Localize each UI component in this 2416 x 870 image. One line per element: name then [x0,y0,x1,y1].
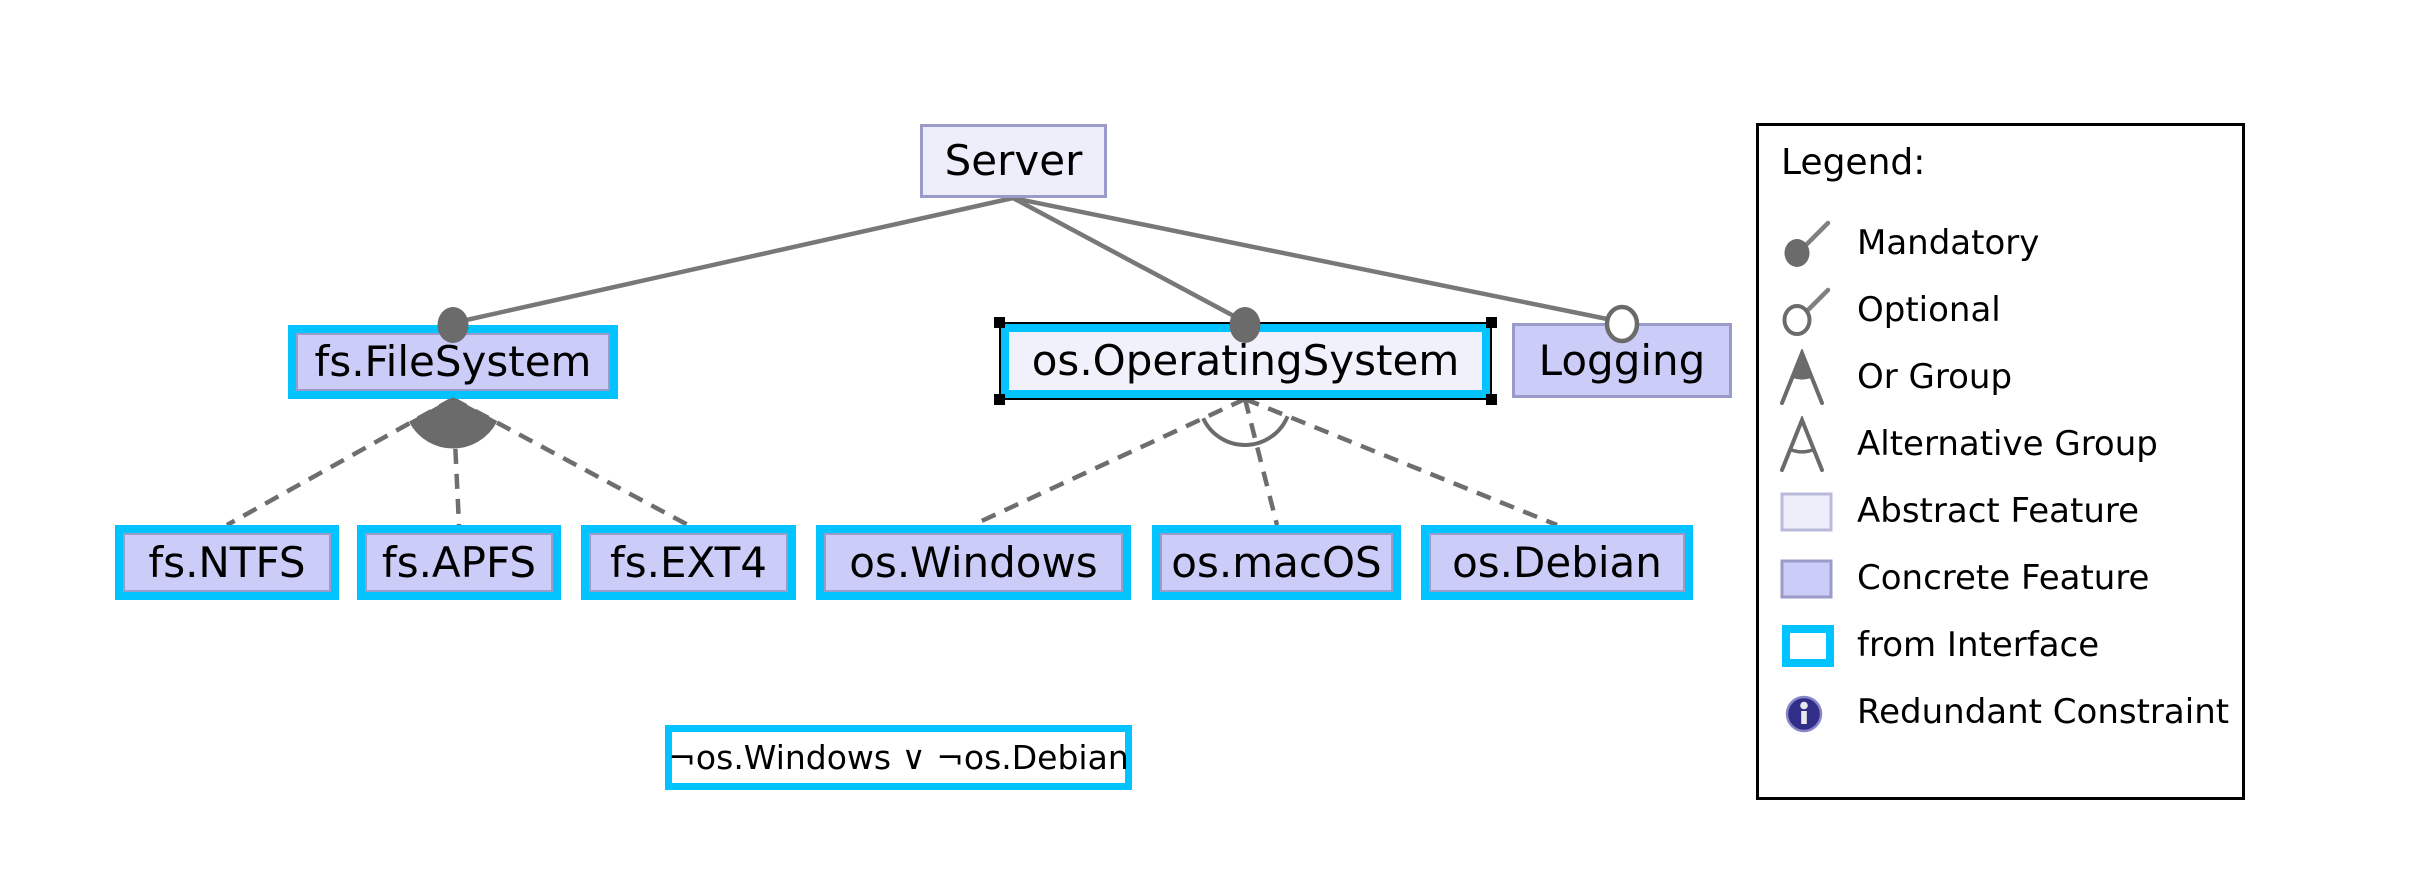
legend-item-label: Abstract Feature [1857,490,2140,531]
selection-handle[interactable] [1486,394,1497,405]
legend-item-label: from Interface [1857,624,2100,665]
mandatory-dot-filesystem[interactable] [437,307,469,343]
edge-os-debian [1244,396,1558,528]
legend-item-label: Mandatory [1857,222,2040,263]
legend-item-mandatory: Mandatory [1759,209,2242,276]
abstract-feature-icon [1777,482,1835,540]
legend-item-redundant-constraint: Redundant Constraint [1759,678,2242,745]
feature-label: os.Debian [1452,537,1662,587]
edge-filesystem-ntfs [225,397,455,527]
legend-title: Legend: [1781,142,1926,183]
legend-item-label: Or Group [1857,356,2013,397]
legend-item-alternative-group: Alternative Group [1759,410,2242,477]
edge-server-logging [1010,195,1625,325]
edge-server-filesystem [450,195,1016,326]
legend-item-label: Redundant Constraint [1857,691,2230,732]
feature-node-server[interactable]: Server [920,124,1107,198]
legend-item-optional: Optional [1759,276,2242,343]
constraint-label: ¬os.Windows ∨ ¬os.Debian [668,738,1129,777]
feature-label: Server [944,136,1083,185]
feature-label: Logging [1538,335,1706,385]
feature-label: fs.NTFS [148,537,306,587]
feature-label: fs.FileSystem [314,337,592,386]
edge-filesystem-apfs [450,398,462,526]
legend-item-label: Alternative Group [1857,423,2158,464]
legend-item-concrete-feature: Concrete Feature [1759,544,2242,611]
or-group-icon [1777,348,1835,406]
selection-handle[interactable] [994,394,1005,405]
legend-item-or-group: Or Group [1759,343,2242,410]
feature-node-ntfs[interactable]: fs.NTFS [115,525,339,600]
optional-icon [1777,281,1835,339]
legend-item-abstract-feature: Abstract Feature [1759,477,2242,544]
legend-item-label: Optional [1857,289,2001,330]
or-group-arc[interactable] [408,397,498,449]
alternative-group-arc[interactable] [1201,415,1290,447]
feature-node-ext4[interactable]: fs.EXT4 [581,525,796,600]
feature-node-apfs[interactable]: fs.APFS [357,525,561,600]
legend-item-from-interface: from Interface [1759,611,2242,678]
mandatory-icon [1777,214,1835,272]
optional-circle-logging[interactable] [1604,304,1640,344]
legend-item-label: Concrete Feature [1857,557,2150,598]
mandatory-dot-os[interactable] [1229,307,1261,343]
feature-label: os.Windows [849,537,1098,587]
feature-node-debian[interactable]: os.Debian [1421,525,1693,600]
redundant-constraint-icon [1777,683,1835,741]
concrete-feature-icon [1777,549,1835,607]
feature-node-macos[interactable]: os.macOS [1152,525,1401,600]
constraint-box[interactable]: ¬os.Windows ∨ ¬os.Debian [665,725,1132,790]
legend-panel: Legend: Mandatory Optional [1756,123,2245,800]
feature-label: os.OperatingSystem [1031,336,1460,385]
feature-node-windows[interactable]: os.Windows [816,525,1131,600]
edge-filesystem-ext4 [451,397,690,527]
alternative-group-icon [1777,415,1835,473]
edge-os-macos [1242,398,1280,526]
feature-label: fs.APFS [381,537,537,587]
selection-handle[interactable] [994,317,1005,328]
feature-label: os.macOS [1171,537,1382,587]
edge-server-os [1010,195,1248,325]
feature-label: fs.EXT4 [610,537,767,587]
from-interface-icon [1777,616,1835,674]
selection-handle[interactable] [1486,317,1497,328]
